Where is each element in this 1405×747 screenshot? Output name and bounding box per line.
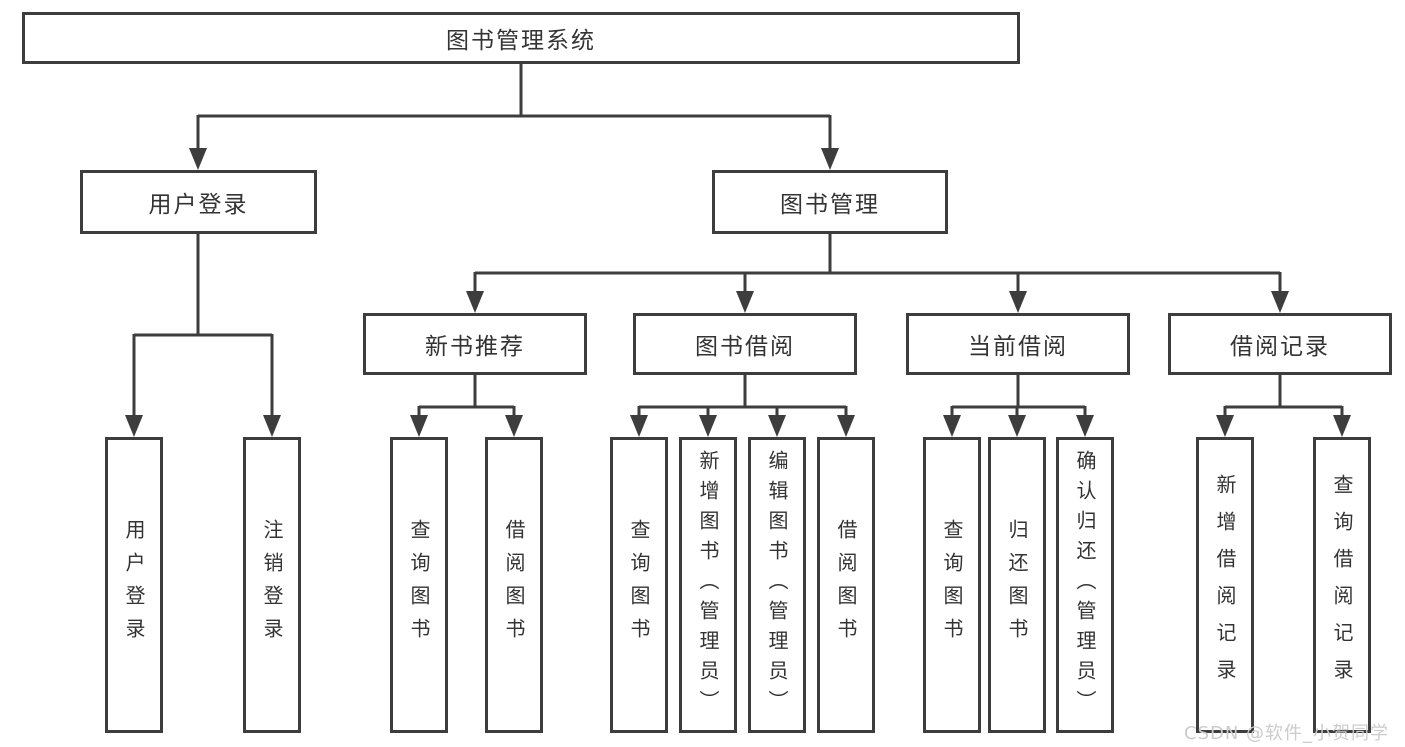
leaf-edit-book-admin: 编辑图书（管理员）: [748, 437, 806, 733]
node-label: 查询图书: [407, 519, 431, 651]
node-label: 新增借阅记录: [1213, 474, 1237, 696]
connector-recommend-to-leaves: [410, 375, 523, 437]
node-label: 新增图书（管理员）: [696, 450, 720, 720]
connector-mgmt-to-level3: [466, 234, 1289, 313]
leaf-query-books-current: 查询图书: [923, 437, 981, 733]
node-label: 查询借阅记录: [1330, 474, 1354, 696]
node-label: 图书管理: [780, 192, 880, 218]
leaf-user-login: 用户登录: [105, 437, 163, 733]
node-label: 注销登录: [260, 519, 284, 651]
node-book-management: 图书管理: [712, 170, 948, 234]
node-label: 用户登录: [148, 192, 249, 218]
leaf-logout: 注销登录: [243, 437, 301, 733]
node-current-borrow: 当前借阅: [906, 313, 1130, 375]
connector-login-to-leaves: [125, 234, 281, 437]
csdn-watermark: CSDN @软件_小贺同学: [1184, 723, 1390, 744]
node-label: 用户登录: [122, 519, 146, 651]
node-label: 图书借阅: [695, 334, 795, 360]
leaf-query-books-borrow: 查询图书: [610, 437, 668, 733]
connector-root-to-level2: [189, 64, 839, 170]
leaf-return-books: 归还图书: [988, 437, 1046, 733]
node-label: 查询图书: [627, 519, 651, 651]
leaf-borrow-books-recommend: 借阅图书: [485, 437, 543, 733]
node-label: 借阅图书: [834, 519, 858, 651]
leaf-query-books-recommend: 查询图书: [390, 437, 448, 733]
node-user-login: 用户登录: [80, 170, 317, 234]
node-new-book-recommend: 新书推荐: [363, 313, 587, 375]
connector-current-to-leaves: [943, 375, 1094, 437]
node-borrow-records: 借阅记录: [1168, 313, 1392, 375]
node-label: 图书管理系统: [446, 28, 596, 54]
node-label: 查询图书: [940, 519, 964, 651]
node-label: 借阅记录: [1230, 334, 1330, 360]
node-label: 当前借阅: [968, 334, 1068, 360]
leaf-query-borrow-record: 查询借阅记录: [1313, 437, 1371, 733]
node-label: 编辑图书（管理员）: [765, 450, 789, 720]
node-label: 归还图书: [1005, 519, 1029, 651]
connector-borrow-to-leaves: [630, 375, 855, 437]
node-label: 新书推荐: [425, 334, 525, 360]
node-label: 确认归还（管理员）: [1073, 450, 1097, 720]
leaf-add-book-admin: 新增图书（管理员）: [679, 437, 737, 733]
connector-records-to-leaves: [1216, 375, 1351, 437]
leaf-borrow-books: 借阅图书: [817, 437, 875, 733]
node-library-system: 图书管理系统: [22, 12, 1020, 64]
leaf-add-borrow-record: 新增借阅记录: [1196, 437, 1254, 733]
node-book-borrow: 图书借阅: [633, 313, 857, 375]
leaf-confirm-return-admin: 确认归还（管理员）: [1056, 437, 1114, 733]
node-label: 借阅图书: [502, 519, 526, 651]
